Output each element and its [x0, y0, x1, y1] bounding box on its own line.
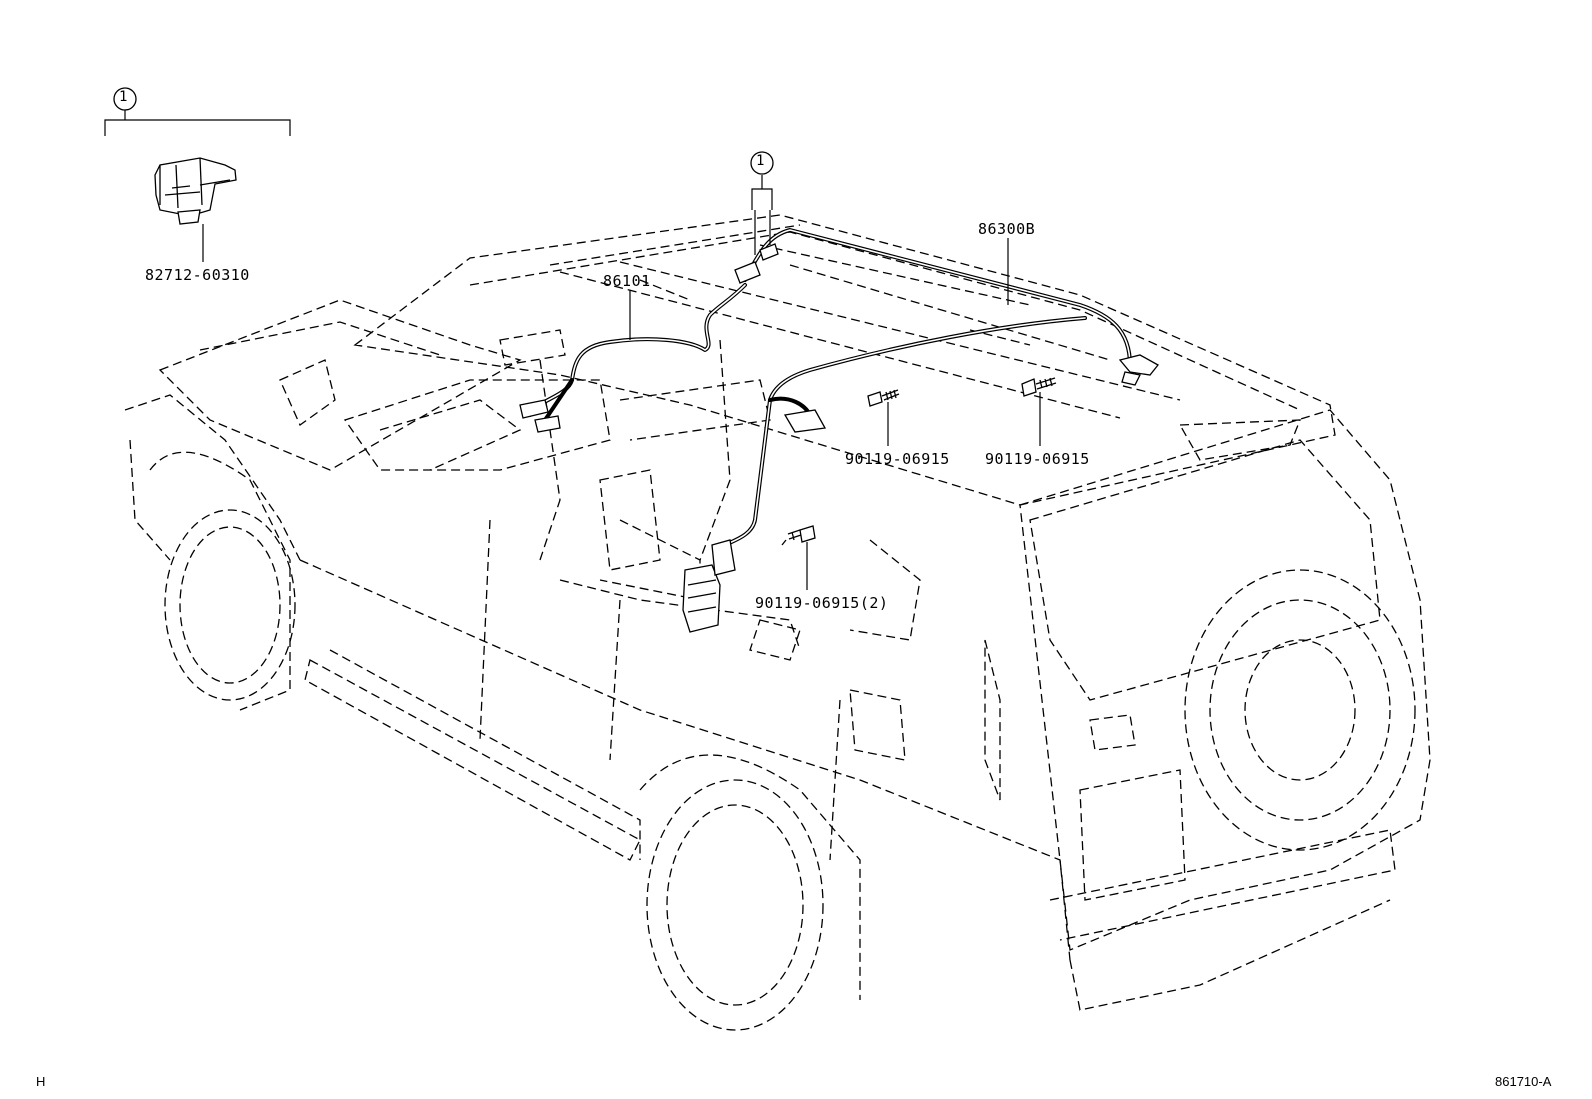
bracket-part-icon [154, 157, 237, 225]
antenna-cord-86300b [743, 228, 1159, 386]
view-code: H [36, 1074, 46, 1089]
group-bracket-center [750, 151, 774, 255]
part-number-bolt-a[interactable]: 90119-06915 [845, 450, 950, 468]
part-number-bolt-b[interactable]: 90119-06915 [985, 450, 1090, 468]
bolt-icon [1021, 377, 1057, 397]
group-ref-left-number: 1 [119, 89, 128, 105]
group-ref-center-number: 1 [756, 153, 765, 169]
antenna-cord-rear-branch [718, 316, 1087, 572]
part-number-antenna-cord[interactable]: 86300B [978, 220, 1036, 238]
vehicle-outline [124, 214, 1431, 1031]
bolt-icon [867, 389, 900, 407]
group-bracket-left [104, 87, 291, 136]
antenna-amplifier-unit [682, 539, 736, 633]
part-number-bolt-c[interactable]: 90119-06915(2) [755, 594, 889, 612]
part-number-bracket[interactable]: 82712-60310 [145, 266, 250, 284]
diagram-id: 861710-A [1495, 1074, 1552, 1089]
cord-86101 [519, 283, 747, 433]
part-number-cord-front[interactable]: 86101 [603, 272, 651, 290]
leader-lines [202, 224, 1041, 590]
bolt-icon [781, 525, 816, 546]
cord-joint-connector [734, 243, 779, 284]
